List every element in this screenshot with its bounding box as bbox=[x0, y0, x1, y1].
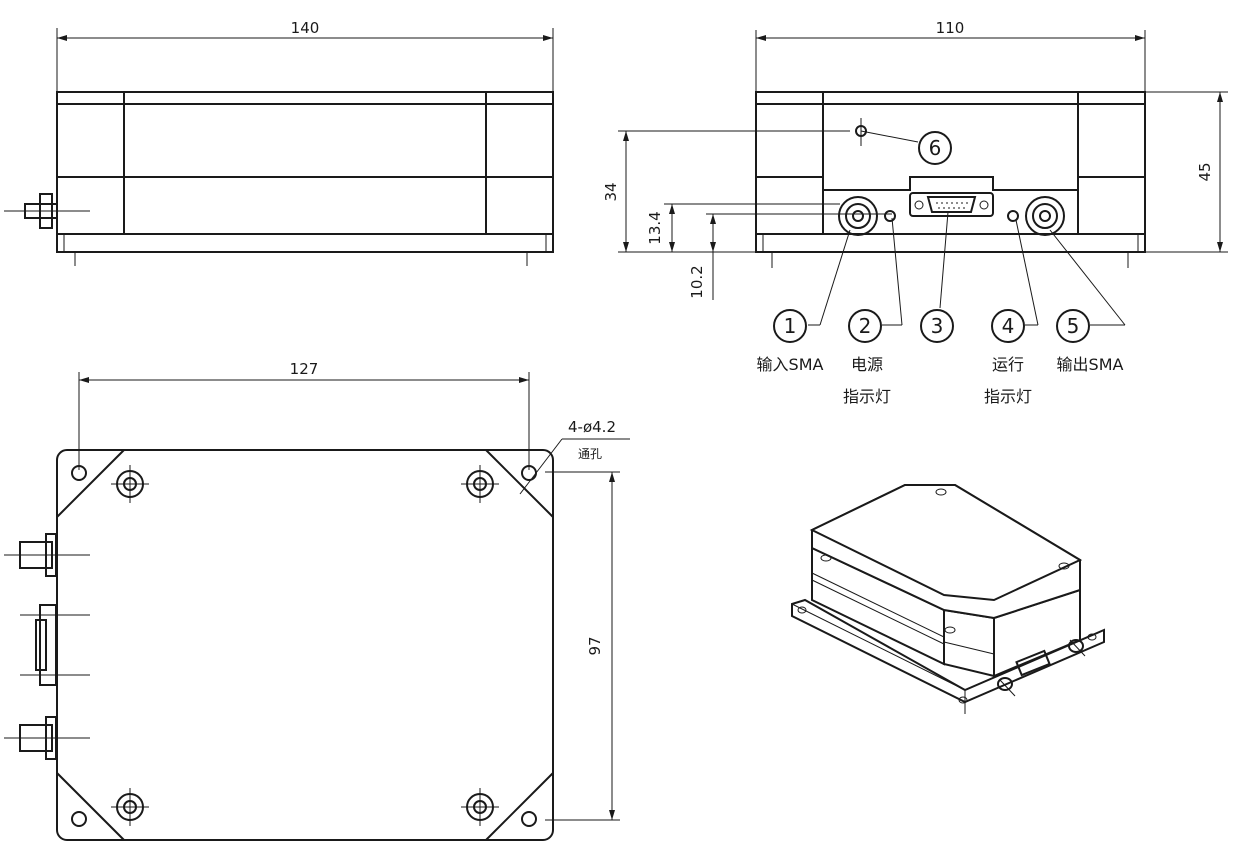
callout-4-label-line1: 运行 bbox=[992, 355, 1024, 374]
svg-text:2: 2 bbox=[859, 314, 872, 338]
svg-text:5: 5 bbox=[1067, 314, 1080, 338]
isometric-view bbox=[791, 484, 1105, 714]
sma-input-connector bbox=[838, 196, 878, 236]
dim-top-height: 97 bbox=[586, 636, 604, 655]
dim-front-34: 34 bbox=[602, 182, 620, 201]
dim-front-height: 45 bbox=[1196, 162, 1214, 181]
callout-4: 4 bbox=[991, 309, 1025, 343]
top-view: 127 97 4-ø4.2 通孔 bbox=[4, 360, 630, 841]
callout-1-label: 输入SMA bbox=[757, 355, 824, 374]
callout-3: 3 bbox=[920, 309, 954, 343]
dim-front-10-2: 10.2 bbox=[688, 265, 706, 298]
hole-note: 通孔 bbox=[578, 447, 602, 461]
run-led bbox=[1007, 210, 1019, 222]
callout-4-label-line2: 指示灯 bbox=[984, 387, 1032, 406]
callout-2-label-line2: 指示灯 bbox=[843, 387, 891, 406]
callout-6: 6 bbox=[918, 131, 952, 165]
callout-2: 2 bbox=[848, 309, 882, 343]
callout-5: 5 bbox=[1056, 309, 1090, 343]
callout-2-label-line1: 电源 bbox=[851, 355, 883, 374]
side-view: 140 bbox=[4, 19, 554, 266]
dim-hole-spacing: 127 bbox=[290, 360, 319, 378]
callout-1: 1 bbox=[773, 309, 807, 343]
svg-text:4: 4 bbox=[1002, 314, 1015, 338]
dim-front-13-4: 13.4 bbox=[646, 211, 664, 244]
svg-text:3: 3 bbox=[931, 314, 944, 338]
hole-spec: 4-ø4.2 bbox=[568, 418, 616, 436]
svg-text:6: 6 bbox=[929, 136, 942, 160]
front-view: 110 45 34 13.4 bbox=[602, 19, 1228, 326]
db-connector bbox=[909, 192, 994, 217]
svg-text:1: 1 bbox=[784, 314, 797, 338]
sma-output-connector bbox=[1025, 196, 1065, 236]
callout-5-label: 输出SMA bbox=[1057, 355, 1124, 374]
dim-side-length: 140 bbox=[291, 19, 320, 37]
power-led bbox=[884, 210, 896, 222]
dim-front-width: 110 bbox=[936, 19, 965, 37]
